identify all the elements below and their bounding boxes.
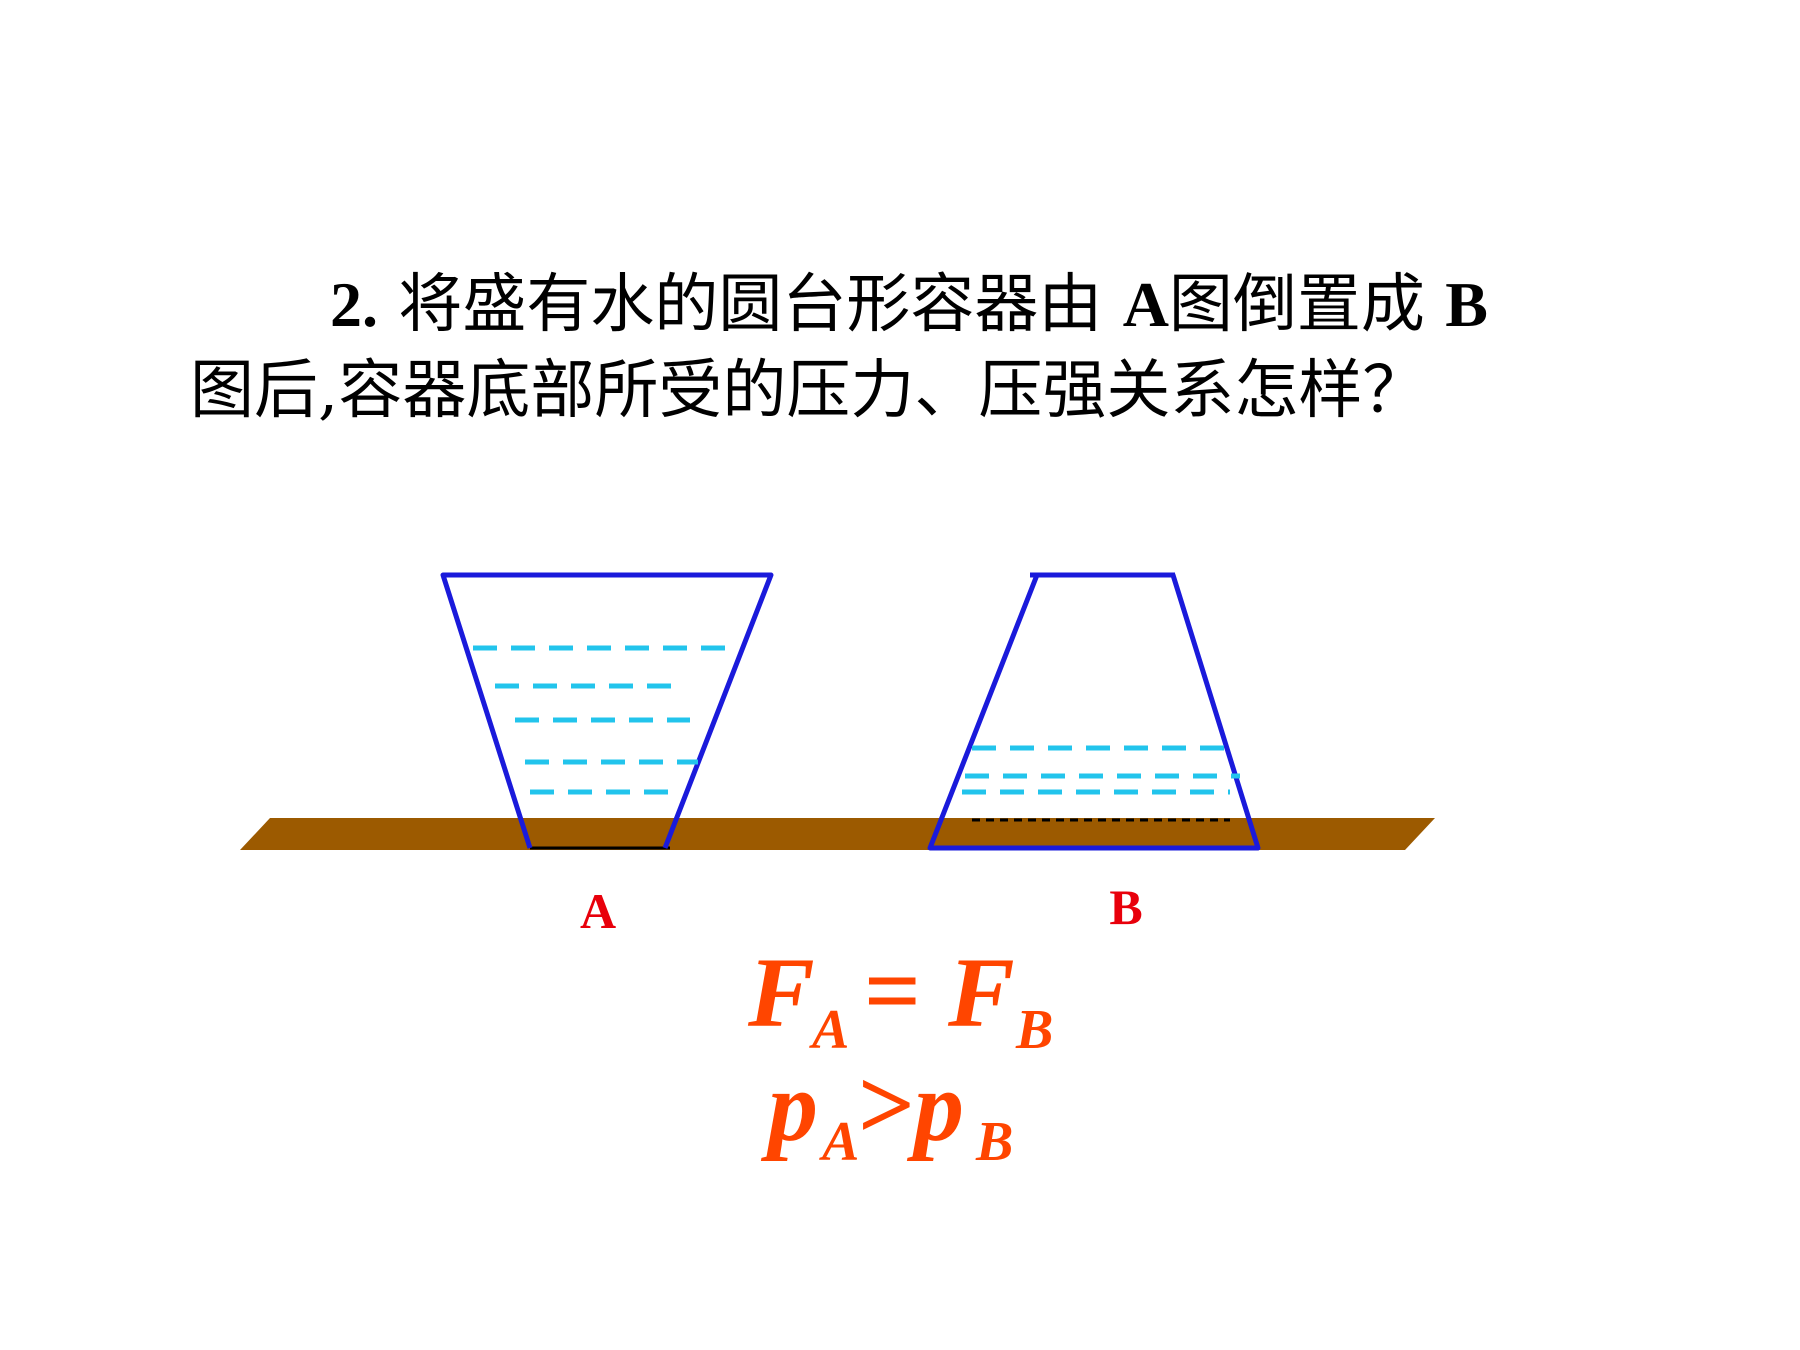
pressure-b-symbol: p: [906, 1051, 964, 1162]
question-label-a: A: [1122, 269, 1169, 340]
pressure-greater: >: [858, 1049, 915, 1160]
question-line-1-part-2: 图倒置成: [1168, 268, 1425, 342]
question-line-1-part-1: 将盛有水的圆台形容器由: [398, 268, 1103, 342]
question-line-1: 2. 将盛有水的圆台形容器由 A图倒置成 B: [190, 262, 1650, 348]
container-b-label: B: [1109, 879, 1142, 935]
force-a-subscript: A: [809, 999, 849, 1061]
pressure-b-subscript: B: [975, 1111, 1013, 1173]
pressure-a-symbol: p: [760, 1051, 818, 1162]
force-relation: F A = F B: [747, 935, 1053, 1061]
container-b-water: [962, 745, 1240, 795]
container-b: [927, 572, 1261, 851]
question-line-2: 图后,容器底部所受的压力、压强关系怎样？: [190, 354, 1427, 428]
container-a: [440, 572, 774, 850]
container-a-label: A: [580, 883, 616, 939]
force-b-symbol: F: [947, 937, 1015, 1048]
question-number: 2.: [330, 269, 378, 340]
container-a-water: [473, 645, 735, 795]
question-text: 2. 将盛有水的圆台形容器由 A图倒置成 B 图后,容器底部所受的压力、压强关系…: [190, 262, 1650, 434]
pressure-relation: p A > p B: [760, 1049, 1013, 1173]
container-a-outline: [440, 572, 774, 849]
table-surface: [240, 818, 1435, 850]
pressure-a-subscript: A: [819, 1111, 859, 1173]
force-b-subscript: B: [1015, 999, 1053, 1061]
question-label-b: B: [1445, 269, 1488, 340]
container-b-outline: [927, 572, 1261, 851]
force-equals: =: [864, 935, 921, 1046]
force-a-symbol: F: [747, 937, 815, 1048]
